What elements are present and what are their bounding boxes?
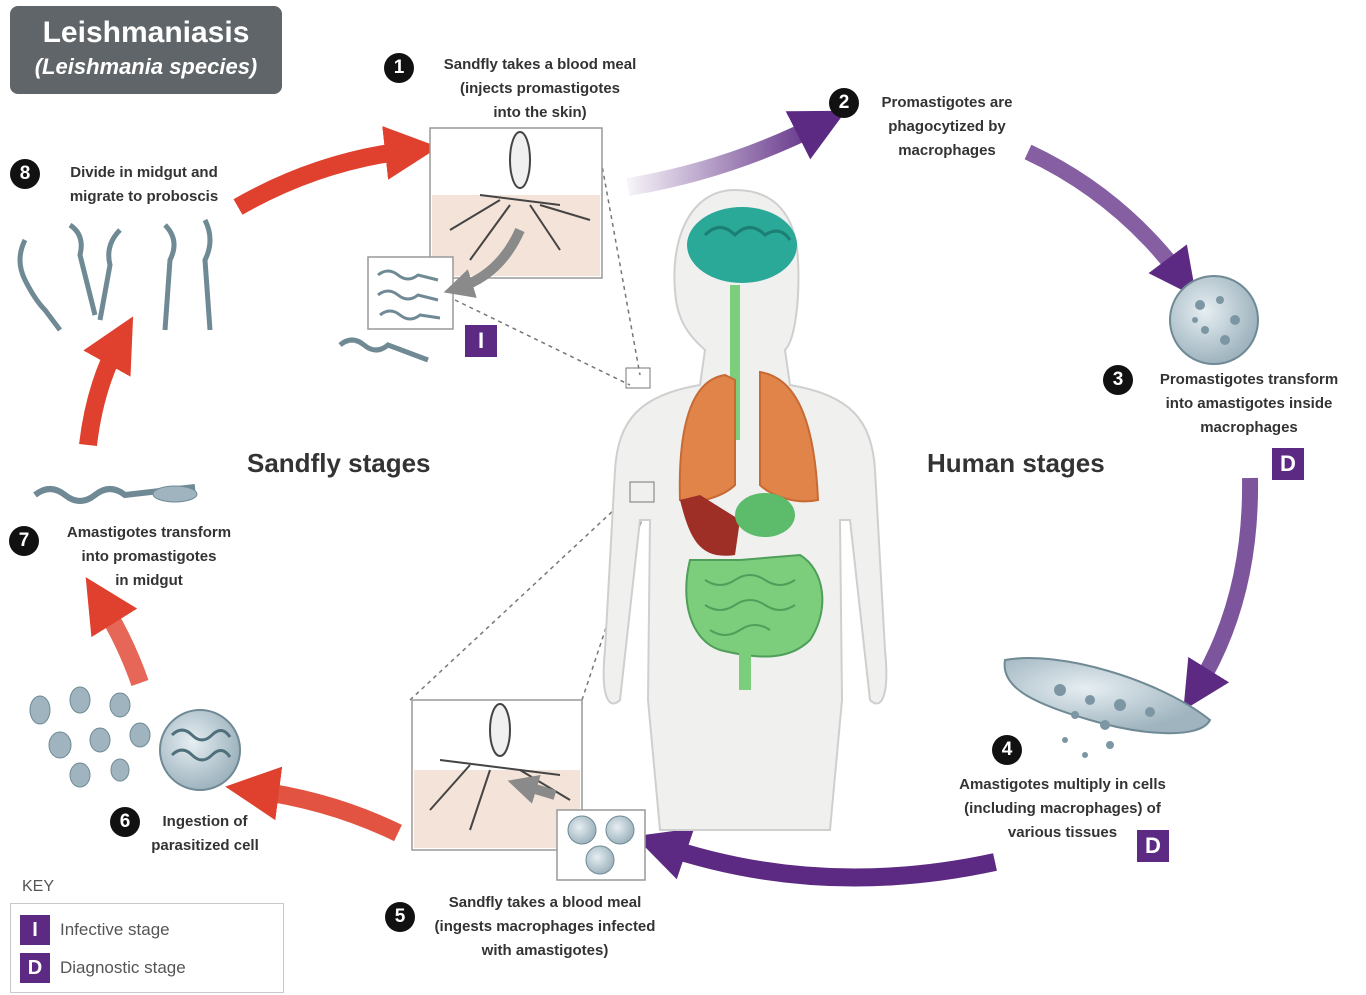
step-8-caption: Divide in midgut and migrate to probosci… (46, 161, 242, 209)
key-row-infective: I Infective stage (20, 914, 170, 946)
diagram-subtitle: (Leishmania species) (10, 54, 282, 80)
human-stages-label: Human stages (927, 448, 1105, 479)
key-diagnostic-label: Diagnostic stage (60, 958, 186, 978)
step-4-number: 4 (992, 735, 1022, 765)
stomach (735, 493, 795, 537)
arrow-1-to-2 (628, 123, 822, 187)
step-4-diagnostic-badge: D (1137, 830, 1169, 862)
key-infective-badge: I (20, 915, 50, 945)
inset-sandfly-ingest (412, 700, 645, 880)
step-6-number: 6 (110, 807, 140, 837)
macrophage-with-amastigotes (1170, 276, 1258, 364)
step-1-number: 1 (384, 53, 414, 83)
step-6-caption: Ingestion of parasitized cell (140, 810, 270, 858)
human-figure (604, 190, 887, 830)
step-3-caption: Promastigotes transform into amastigotes… (1138, 368, 1360, 440)
step-5-number: 5 (385, 902, 415, 932)
diagram-title: Leishmaniasis (10, 16, 282, 50)
step-3-number: 3 (1103, 365, 1133, 395)
step-5-caption: Sandfly takes a blood meal (ingests macr… (412, 891, 678, 963)
title-panel: Leishmaniasis (Leishmania species) (10, 6, 282, 94)
arrow-6-to-7 (100, 600, 140, 683)
key-infective-label: Infective stage (60, 920, 170, 940)
arrow-8-to-1 (238, 150, 412, 207)
parasitized-cells (30, 687, 240, 790)
arrow-5-to-6 (252, 790, 398, 833)
brain (687, 207, 797, 283)
step-7-caption: Amastigotes transform into promastigotes… (44, 521, 254, 593)
key-row-diagnostic: D Diagnostic stage (20, 952, 186, 984)
step-1-caption: Sandfly takes a blood meal (injects prom… (420, 53, 660, 125)
step-8-number: 8 (10, 159, 40, 189)
step-2-number: 2 (829, 88, 859, 118)
sandfly-stages-label: Sandfly stages (247, 448, 431, 479)
infected-tissue-cell (1005, 658, 1210, 758)
arrow-7-to-8 (88, 340, 120, 445)
midgut-promastigote (35, 486, 197, 502)
key-diagnostic-badge: D (20, 953, 50, 983)
arrow-3-to-4 (1196, 478, 1250, 690)
step-7-number: 7 (9, 526, 39, 556)
arrow-2-to-3 (1028, 152, 1182, 278)
step-1-infective-badge: I (465, 325, 497, 357)
step-3-diagnostic-badge: D (1272, 448, 1304, 480)
step-2-caption: Promastigotes are phagocytized by macrop… (862, 91, 1032, 163)
key-title: KEY (22, 878, 54, 896)
proboscis-promastigotes (20, 220, 210, 330)
arrow-4-to-5 (660, 845, 995, 878)
